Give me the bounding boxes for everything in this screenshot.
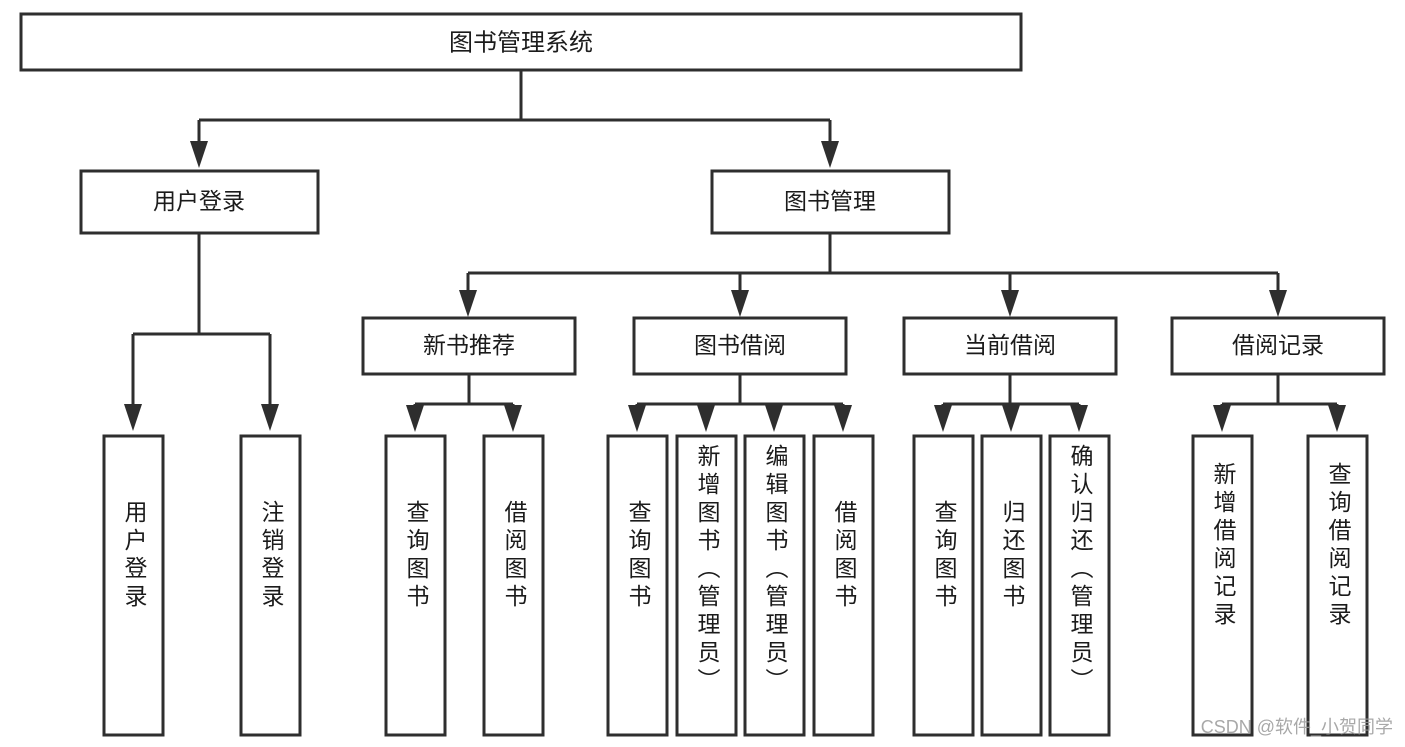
arrow-new-book-leaf-2 [504,405,522,432]
node-current-borrow[interactable]: 当前借阅 [902,316,1118,376]
arrow-book-manage-to-new-book [459,290,477,317]
arrow-user-login-leaf-2 [261,404,279,431]
leaf-box-book-borrow-3[interactable] [743,434,806,737]
node-current-borrow-label: 当前借阅 [964,332,1056,358]
arrow-new-book-leaf-1 [406,405,424,432]
arrow-book-borrow-leaf-4 [834,405,852,432]
leaf-box-user-login-2[interactable] [239,434,302,737]
node-book-borrow-box[interactable] [632,316,848,376]
node-borrow-record-box[interactable] [1170,316,1386,376]
node-book-manage-box[interactable] [710,169,951,235]
arrow-book-manage-to-borrow-record [1269,290,1287,317]
leaf-box-book-borrow-1[interactable] [606,434,669,737]
leaf-box-new-book-2[interactable] [482,434,545,737]
arrow-borrow-record-leaf-2 [1328,405,1346,432]
arrow-user-login-leaf-1 [124,404,142,431]
node-new-book[interactable]: 新书推荐 [361,316,577,376]
arrow-root-to-user-login [190,141,208,168]
leaf-box-current-borrow-3[interactable] [1048,434,1111,737]
leaf-box-book-borrow-2[interactable] [675,434,738,737]
leaf-box-borrow-record-2[interactable] [1306,434,1369,737]
arrow-book-borrow-leaf-1 [628,405,646,432]
node-book-borrow-label: 图书借阅 [694,332,786,358]
leaf-box-current-borrow-1[interactable] [912,434,975,737]
leaf-box-user-login-1[interactable] [102,434,165,737]
arrow-book-manage-to-book-borrow [731,290,749,317]
node-borrow-record-label: 借阅记录 [1232,332,1324,358]
node-root[interactable]: 图书管理系统 [19,12,1023,72]
arrow-current-borrow-leaf-3 [1070,405,1088,432]
leaf-box-book-borrow-4[interactable] [812,434,875,737]
node-book-manage-label: 图书管理 [784,188,876,214]
node-root-box[interactable] [19,12,1023,72]
node-new-book-label: 新书推荐 [423,332,515,358]
arrow-current-borrow-leaf-2 [1002,405,1020,432]
node-current-borrow-box[interactable] [902,316,1118,376]
node-new-book-box[interactable] [361,316,577,376]
leaf-box-current-borrow-2[interactable] [980,434,1043,737]
node-root-label: 图书管理系统 [449,29,593,56]
arrow-book-borrow-leaf-3 [765,405,783,432]
arrow-current-borrow-leaf-1 [934,405,952,432]
arrow-root-to-book-manage [821,141,839,168]
node-user-login-label: 用户登录 [153,188,245,214]
node-book-borrow[interactable]: 图书借阅 [632,316,848,376]
leaf-box-new-book-1[interactable] [384,434,447,737]
node-book-manage[interactable]: 图书管理 [710,169,951,235]
leaf-box-borrow-record-1[interactable] [1191,434,1254,737]
arrow-borrow-record-leaf-1 [1213,405,1231,432]
node-borrow-record[interactable]: 借阅记录 [1170,316,1386,376]
node-user-login[interactable]: 用户登录 [79,169,320,235]
arrow-book-manage-to-current-borrow [1001,290,1019,317]
arrow-book-borrow-leaf-2 [697,405,715,432]
